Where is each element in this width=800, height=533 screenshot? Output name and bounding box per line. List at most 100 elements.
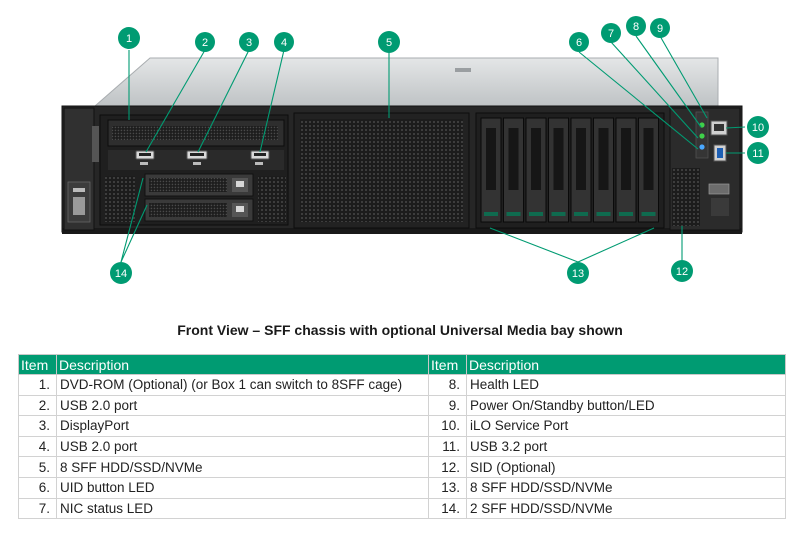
callout-number: 14	[115, 268, 127, 280]
drive-sled	[570, 117, 592, 223]
callout-number: 10	[752, 122, 764, 134]
leader-line-14a	[120, 177, 144, 263]
callout-number: 12	[676, 266, 688, 278]
callout-number: 7	[608, 28, 614, 40]
callout-5: 5	[378, 31, 400, 53]
callout-number: 2	[202, 37, 208, 49]
callout-number: 1	[126, 33, 132, 45]
drive-sled	[548, 117, 569, 223]
item-number: 12.	[428, 456, 467, 478]
displayport	[186, 150, 208, 165]
item-number: 11.	[428, 435, 467, 458]
right-control-panel	[669, 107, 741, 231]
callout-leader-lines	[120, 35, 746, 263]
callout-1: 1	[118, 27, 140, 49]
item-number: 9.	[428, 394, 467, 417]
two-sff-drive-bays	[144, 173, 254, 222]
header-description-left: Description	[56, 354, 429, 375]
item-description: NIC status LED	[56, 497, 429, 520]
callout-11: 11	[747, 142, 769, 164]
callout-number: 9	[657, 23, 663, 35]
callout-8: 8	[626, 16, 646, 36]
callout-number: 8	[633, 21, 639, 33]
drive-sled	[593, 117, 614, 223]
item-description: Power On/Standby button/LED	[466, 394, 786, 417]
callout-number: 4	[281, 37, 287, 49]
item-description: SID (Optional)	[466, 456, 786, 478]
callout-number: 13	[572, 268, 584, 280]
leader-line-3	[197, 49, 250, 153]
drive-sled	[525, 117, 547, 223]
item-description: USB 2.0 port	[56, 394, 429, 417]
component-description-table: Item Description Item Description 1. DVD…	[18, 354, 786, 520]
table-row: 4. USB 2.0 port 11. USB 3.2 port	[18, 435, 786, 458]
item-number: 2.	[18, 394, 57, 417]
callout-13: 13	[567, 262, 589, 284]
item-description: DVD-ROM (Optional) (or Box 1 can switch …	[56, 374, 429, 396]
header-item-right: Item	[428, 354, 467, 375]
table-row: 1. DVD-ROM (Optional) (or Box 1 can swit…	[18, 374, 786, 396]
item-description: Health LED	[466, 374, 786, 396]
callout-4: 4	[274, 32, 294, 52]
item-description: UID button LED	[56, 476, 429, 499]
callout-10: 10	[747, 116, 769, 138]
callout-12: 12	[671, 260, 693, 282]
drive-sled	[503, 117, 524, 223]
item-number: 5.	[18, 456, 57, 478]
leader-line-4	[259, 49, 285, 153]
item-description: 2 SFF HDD/SSD/NVMe	[466, 497, 786, 520]
leader-line-9	[659, 35, 708, 119]
leader-line-2	[145, 49, 206, 153]
table-row: 3. DisplayPort 10. iLO Service Port	[18, 415, 786, 437]
item-number: 6.	[18, 476, 57, 499]
item-description: iLO Service Port	[466, 415, 786, 437]
item-number: 4.	[18, 435, 57, 458]
item-description: USB 3.2 port	[466, 435, 786, 458]
eight-sff-drive-cage	[475, 112, 665, 229]
callout-number: 11	[752, 148, 763, 160]
callout-3: 3	[239, 32, 259, 52]
drive-sled	[638, 117, 659, 223]
item-number: 3.	[18, 415, 57, 437]
callout-number: 3	[246, 37, 252, 49]
item-description: 8 SFF HDD/SSD/NVMe	[56, 456, 429, 478]
header-item-left: Item	[18, 354, 57, 375]
leader-line-7	[610, 41, 699, 139]
chassis-lid	[93, 57, 719, 107]
table-header-row: Item Description Item Description	[18, 354, 786, 375]
drive-sled	[615, 117, 637, 223]
callout-number: 5	[386, 37, 392, 49]
item-number: 7.	[18, 497, 57, 520]
leader-line-13b	[577, 227, 655, 263]
eight-sff-bay-box-2	[293, 112, 470, 229]
item-description: 8 SFF HDD/SSD/NVMe	[466, 476, 786, 499]
item-number: 1.	[18, 374, 57, 396]
item-number: 8.	[428, 374, 467, 396]
callout-number: 6	[576, 37, 582, 49]
callout-2: 2	[195, 32, 215, 52]
callout-6: 6	[569, 32, 589, 52]
item-number: 13.	[428, 476, 467, 499]
drive-sled	[480, 117, 502, 223]
callout-9: 9	[650, 18, 670, 38]
item-number: 10.	[428, 415, 467, 437]
figure-caption: Front View – SFF chassis with optional U…	[177, 322, 623, 338]
leader-line-14b	[120, 204, 148, 263]
table-row: 7. NIC status LED 14. 2 SFF HDD/SSD/NVMe	[18, 497, 786, 520]
leader-line-8	[635, 35, 702, 128]
table-row: 2. USB 2.0 port 9. Power On/Standby butt…	[18, 394, 786, 417]
leader-line-13a	[489, 227, 579, 263]
item-description: DisplayPort	[56, 415, 429, 437]
leader-line-10	[725, 126, 746, 129]
table-row: 5. 8 SFF HDD/SSD/NVMe 12. SID (Optional)	[18, 456, 786, 478]
table-row: 6. UID button LED 13. 8 SFF HDD/SSD/NVMe	[18, 476, 786, 499]
callout-14: 14	[110, 262, 132, 284]
leader-line-6	[578, 51, 699, 150]
header-description-right: Description	[466, 354, 786, 375]
item-number: 14.	[428, 497, 467, 520]
item-description: USB 2.0 port	[56, 435, 429, 458]
callout-7: 7	[601, 23, 621, 43]
usb-2-port-front-left	[135, 150, 155, 165]
